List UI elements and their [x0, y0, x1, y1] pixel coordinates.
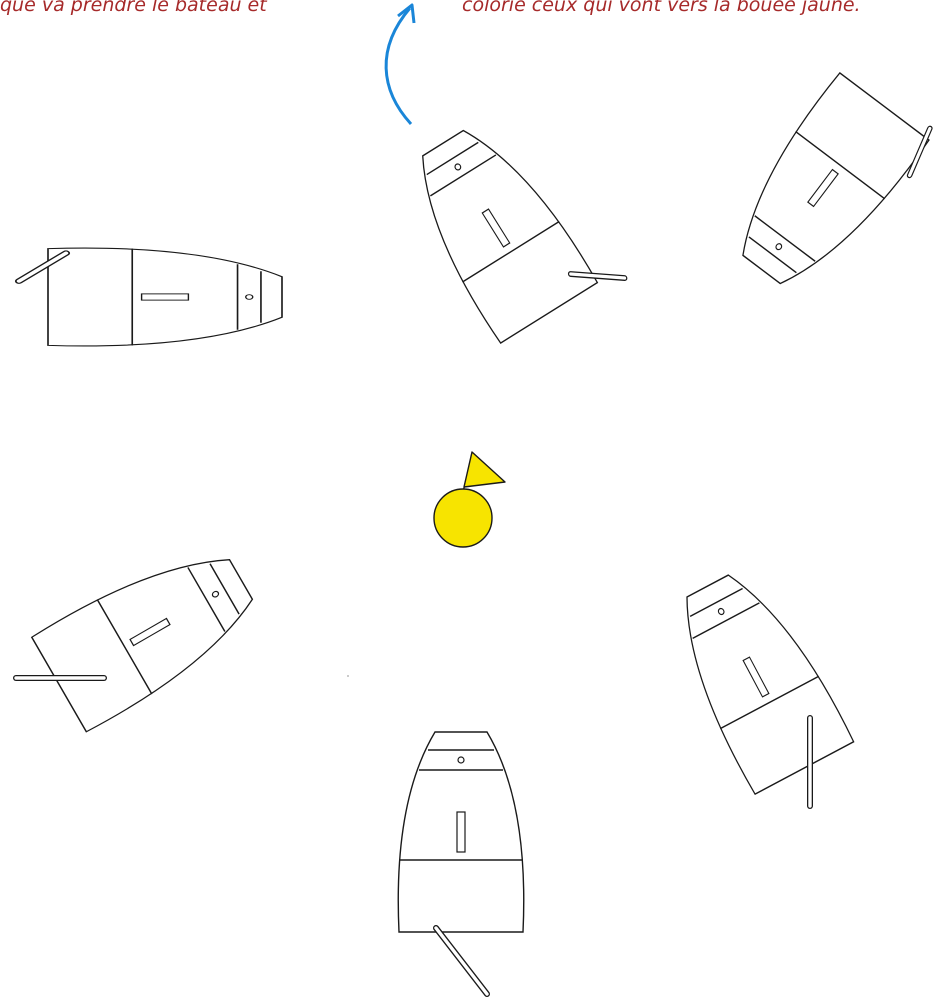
speck [347, 675, 349, 677]
boat-left[interactable] [11, 248, 282, 346]
tiller-bottom-center [436, 928, 487, 994]
boat-top-right[interactable] [717, 65, 943, 309]
boat-lower-left[interactable] [31, 532, 268, 733]
boat-bottom-center[interactable] [398, 732, 524, 932]
yellow-buoy-icon [434, 452, 505, 547]
boat-lower-right[interactable] [658, 560, 854, 795]
boat-top-center[interactable] [394, 99, 625, 352]
curved-arrow-icon [386, 5, 414, 124]
